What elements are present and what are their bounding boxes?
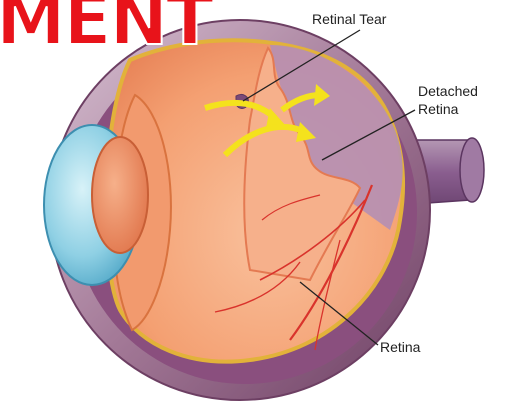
- label-detached-retina-line2: Retina: [418, 101, 459, 117]
- optic-nerve-end: [460, 138, 484, 202]
- label-detached-retina-line1: Detached: [418, 83, 478, 99]
- label-retinal-tear: Retinal Tear: [312, 11, 387, 27]
- banner-title: MENT: [0, 0, 214, 61]
- lens: [92, 137, 148, 253]
- label-retina: Retina: [380, 339, 421, 355]
